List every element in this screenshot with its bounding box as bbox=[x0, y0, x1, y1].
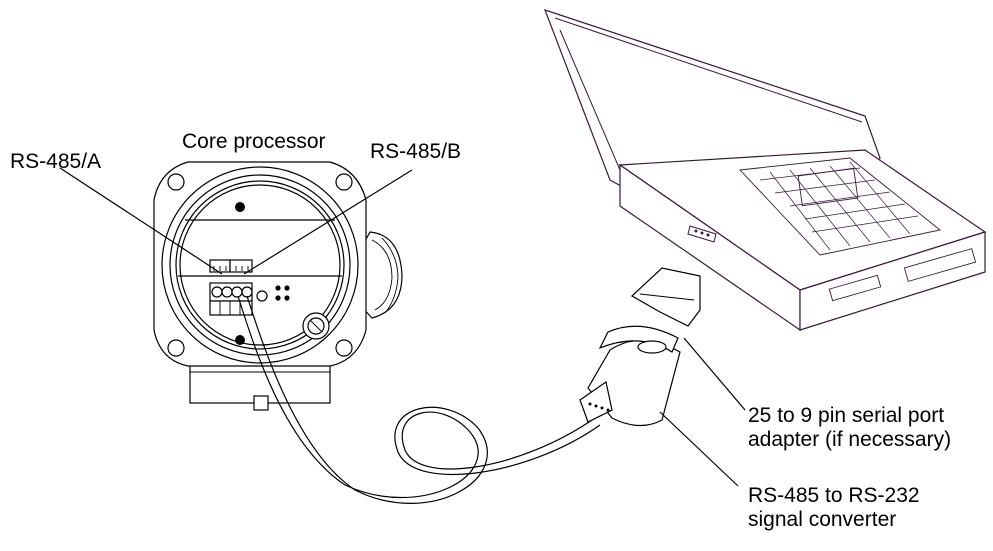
leader-adapter bbox=[683, 337, 746, 411]
leader-rs485-a bbox=[59, 167, 223, 275]
label-adapter-line2: adapter (if necessary) bbox=[748, 428, 952, 451]
label-converter-line1: RS-485 to RS-232 bbox=[748, 484, 920, 507]
label-core-processor: Core processor bbox=[182, 130, 326, 153]
rs485-cable bbox=[237, 295, 601, 504]
label-adapter-line1: 25 to 9 pin serial port bbox=[748, 404, 945, 427]
label-converter-line2: signal converter bbox=[748, 508, 897, 531]
leader-converter bbox=[659, 411, 739, 487]
signal-converter bbox=[579, 325, 681, 427]
leader-rs485-b bbox=[243, 169, 413, 275]
serial-port-adapter bbox=[630, 267, 701, 327]
label-rs485-a: RS-485/A bbox=[10, 150, 102, 173]
leader-lines bbox=[59, 167, 746, 487]
label-rs485-b: RS-485/B bbox=[370, 140, 462, 163]
laptop bbox=[543, 9, 987, 332]
